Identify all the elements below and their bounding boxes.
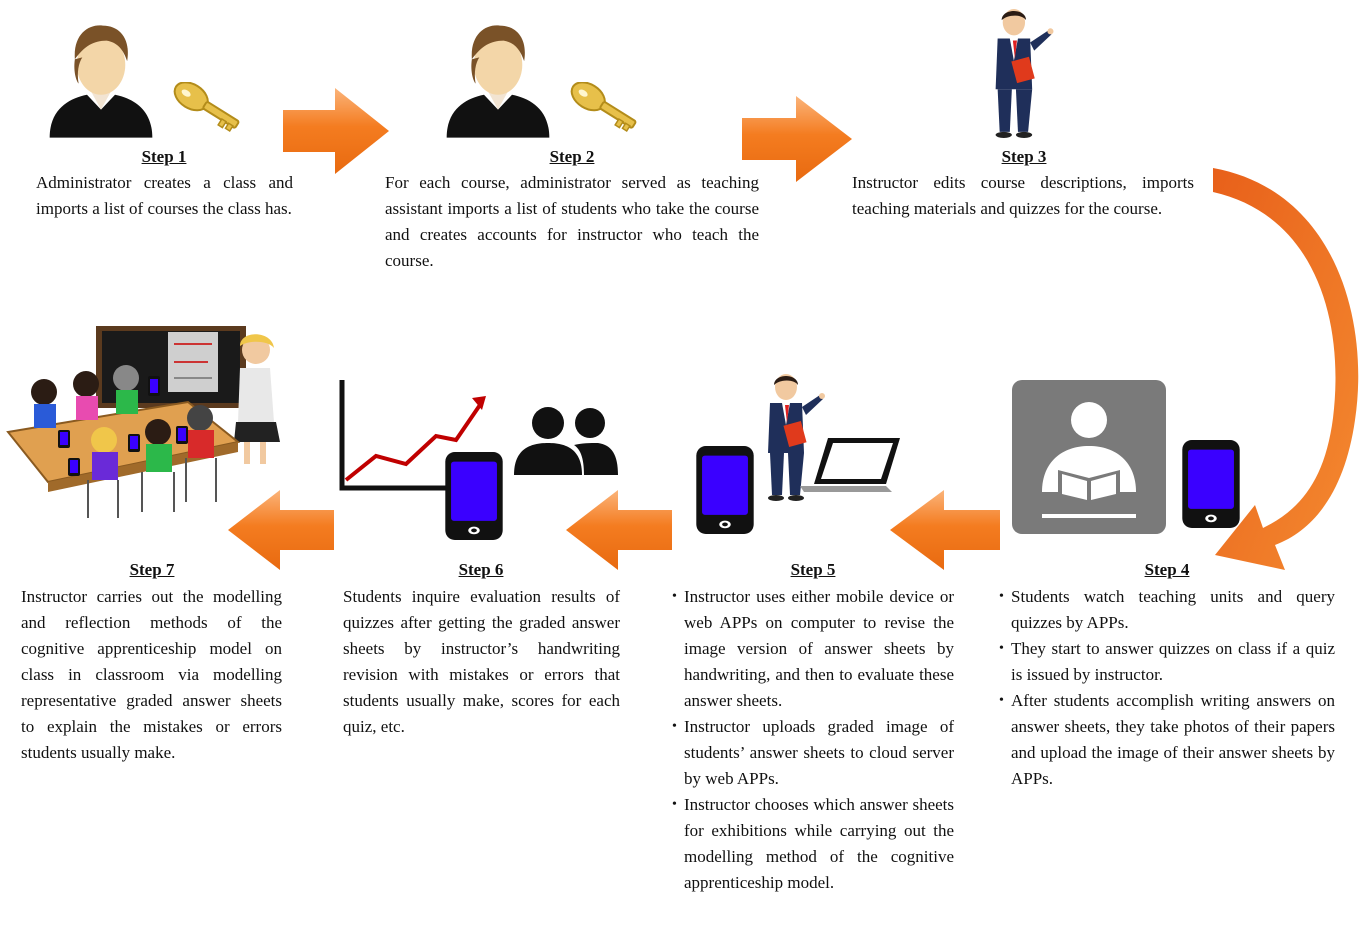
step-5-bullet: Instructor chooses which answer sheets f…	[672, 792, 954, 896]
step-2-description: For each course, administrator served as…	[385, 173, 759, 270]
step-6-title: Step 6	[458, 560, 504, 579]
key-icon	[168, 82, 245, 137]
left-arrow-icon	[890, 490, 1000, 570]
curved-arrow-icon	[1213, 168, 1359, 570]
step-7-title: Step 7	[129, 560, 175, 579]
laptop-icon	[800, 438, 900, 492]
right-arrow-icon	[742, 96, 852, 182]
left-arrow-icon	[566, 490, 672, 570]
step-3-title: Step 3	[1001, 147, 1047, 166]
step-4-bullet: They start to answer quizzes on class if…	[999, 636, 1335, 688]
step-5-bullet: Instructor uses either mobile device or …	[672, 584, 954, 714]
step-3-description: Instructor edits course descriptions, im…	[852, 173, 1194, 218]
smartphone-icon	[445, 452, 503, 540]
step-2-title: Step 2	[549, 147, 595, 166]
reading-person-icon	[1012, 380, 1166, 534]
step-1-description: Administrator creates a class and import…	[36, 173, 293, 218]
group-users-icon	[514, 407, 618, 475]
key-icon	[565, 82, 642, 137]
step-1-title: Step 1	[141, 147, 187, 166]
left-arrow-icon	[228, 490, 334, 570]
step-7-description: Instructor carries out the modelling and…	[21, 587, 282, 762]
step-4-bullet: After students accomplish writing answer…	[999, 688, 1335, 792]
classroom-scene-icon	[6, 326, 280, 518]
step-5-bullet: Instructor uploads graded image of stude…	[672, 714, 954, 792]
instructor-with-book-icon	[995, 9, 1054, 138]
right-arrow-icon	[283, 88, 389, 174]
step-4-bullet-list: Students watch teaching units and query …	[999, 584, 1335, 792]
administrator-avatar-icon	[49, 25, 153, 138]
step-5-bullet-list: Instructor uses either mobile device or …	[672, 584, 954, 896]
step-4-bullet: Students watch teaching units and query …	[999, 584, 1335, 636]
line-chart-icon	[339, 380, 486, 491]
smartphone-icon	[696, 446, 754, 534]
step-5-title: Step 5	[790, 560, 836, 579]
step-4-title: Step 4	[1144, 560, 1190, 579]
smartphone-icon	[1182, 440, 1240, 528]
step-6-description: Students inquire evaluation results of q…	[343, 587, 620, 736]
administrator-avatar-icon	[446, 25, 550, 138]
